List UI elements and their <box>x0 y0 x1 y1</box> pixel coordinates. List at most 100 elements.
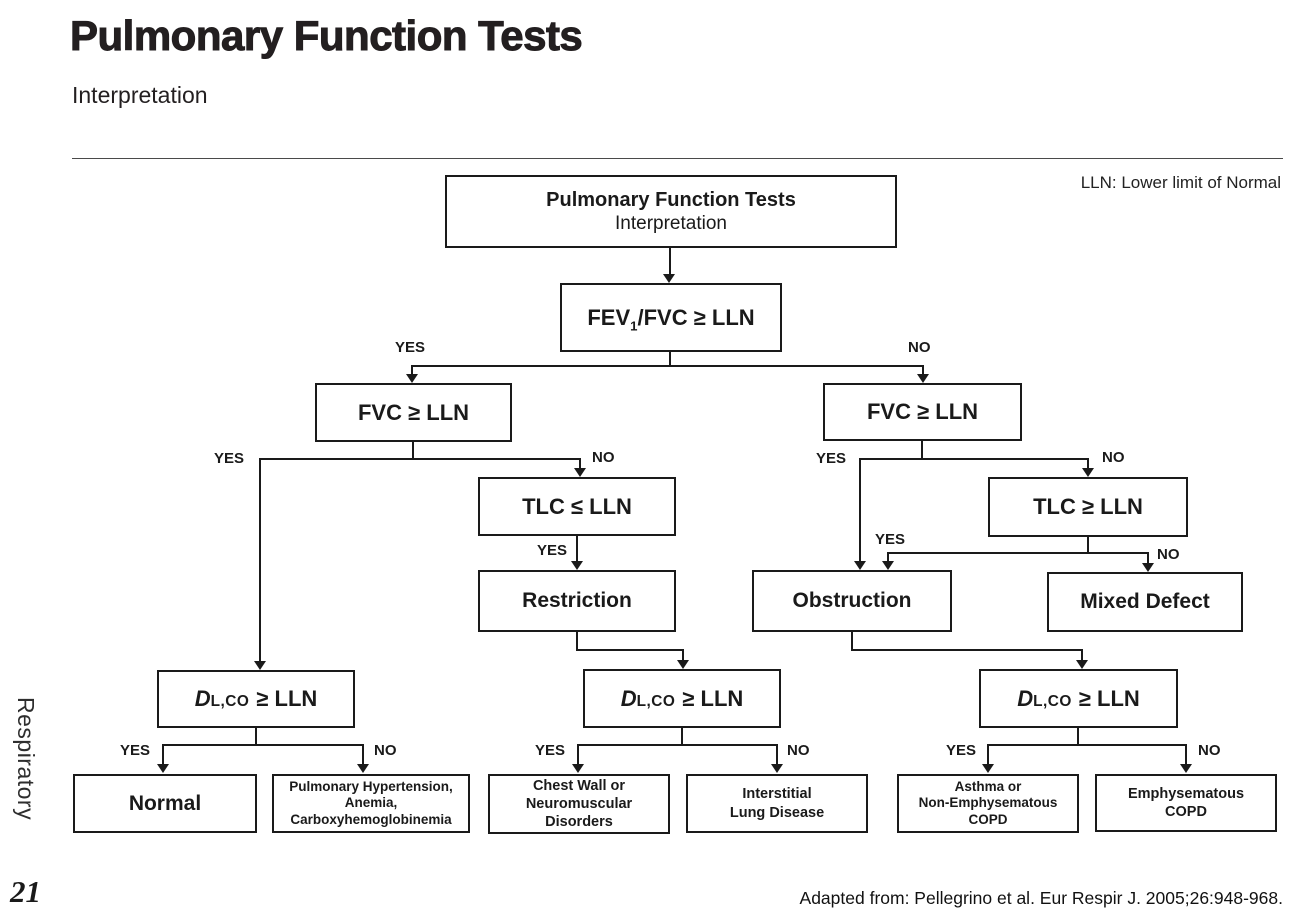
branch-label-yes: YES <box>816 450 847 467</box>
node-pulmonary-hypertension: Pulmonary Hypertension, Anemia, Carboxyh… <box>272 774 470 833</box>
node-dlco-middle: DL,CO≥ LLN <box>583 669 781 728</box>
page-subtitle: Interpretation <box>72 82 208 108</box>
arrowhead-icon <box>571 561 583 570</box>
connector-line <box>851 649 1083 651</box>
branch-label-yes: YES <box>875 531 906 548</box>
node-dlco-middle-text: DL,CO≥ LLN <box>620 685 744 711</box>
node-pulm-htn-line2: Anemia, <box>344 795 398 811</box>
node-tlc-le-lln-text: TLC ≤ LLN <box>522 493 632 519</box>
connector-line <box>577 744 579 765</box>
arrowhead-icon <box>771 764 783 773</box>
connector-line <box>1081 649 1083 661</box>
branch-label-no: NO <box>787 742 810 759</box>
connector-line <box>1077 728 1079 746</box>
connector-line <box>887 552 889 563</box>
arrowhead-icon <box>917 374 929 383</box>
node-pulm-htn-line1: Pulmonary Hypertension, <box>289 778 453 794</box>
node-tlc-ge-lln-text: TLC ≥ LLN <box>1033 494 1143 519</box>
arrowhead-icon <box>572 764 584 773</box>
connector-line <box>681 728 683 746</box>
connector-line <box>987 744 989 765</box>
connector-line <box>859 458 1089 460</box>
node-fvc-right: FVC ≥ LLN <box>823 383 1022 441</box>
node-dlco-right: DL,CO≥ LLN <box>979 669 1178 728</box>
arrowhead-icon <box>574 468 586 477</box>
node-interstitial-lung-disease: Interstitial Lung Disease <box>686 774 868 833</box>
arrowhead-icon <box>1180 764 1192 773</box>
connector-line <box>921 441 923 459</box>
arrowhead-icon <box>357 764 369 773</box>
node-asthma-line3: COPD <box>968 811 1008 827</box>
connector-line <box>577 744 778 746</box>
branch-label-yes: YES <box>535 742 566 759</box>
node-emphysematous-copd: Emphysematous COPD <box>1095 774 1277 832</box>
node-root: Pulmonary Function Tests Interpretation <box>445 175 897 248</box>
branch-label-no: NO <box>592 449 615 466</box>
node-fev1-fvc: FEV1/FVC ≥ LLN <box>560 283 782 352</box>
node-ild-line1: Interstitial <box>742 786 812 803</box>
node-fvc-left: FVC ≥ LLN <box>315 383 512 442</box>
arrowhead-icon <box>854 561 866 570</box>
arrowhead-icon <box>1082 468 1094 477</box>
connector-line <box>411 365 413 375</box>
node-pulm-htn-line3: Carboxyhemoglobinemia <box>290 811 452 827</box>
node-chest-wall-line3: Disorders <box>545 814 613 831</box>
branch-label-no: NO <box>1157 546 1180 563</box>
node-asthma-copd: Asthma or Non-Emphysematous COPD <box>897 774 1079 833</box>
node-chest-wall-line2: Neuromuscular <box>525 795 633 812</box>
page-title: Pulmonary Function Tests <box>69 12 583 60</box>
branch-label-no: NO <box>908 339 931 356</box>
node-normal-text: Normal <box>128 791 202 815</box>
branch-label-no: NO <box>1102 449 1125 466</box>
connector-line <box>1087 458 1089 470</box>
connector-line <box>162 744 364 746</box>
connector-line <box>1147 552 1149 565</box>
connector-line <box>776 744 778 765</box>
node-root-title: Pulmonary Function Tests <box>546 188 796 211</box>
arrowhead-icon <box>254 661 266 670</box>
connector-line <box>576 649 684 651</box>
connector-line <box>682 649 684 661</box>
arrowhead-icon <box>882 561 894 570</box>
connector-line <box>887 552 1149 554</box>
connector-line <box>576 536 578 562</box>
sidebar-section-label: Respiratory <box>13 697 39 821</box>
arrowhead-icon <box>1076 660 1088 669</box>
connector-line <box>579 458 581 470</box>
connector-line <box>859 458 861 563</box>
node-normal: Normal <box>73 774 257 833</box>
arrowhead-icon <box>1142 563 1154 572</box>
node-dlco-left-text: DL,CO≥ LLN <box>194 686 318 711</box>
connector-line <box>412 442 414 459</box>
branch-label-no: NO <box>374 742 397 759</box>
connector-line <box>669 352 671 366</box>
arrowhead-icon <box>406 374 418 383</box>
branch-label-no: NO <box>1198 742 1221 759</box>
connector-line <box>922 365 924 375</box>
node-chest-wall-line1: Chest Wall or <box>532 777 626 794</box>
header-divider <box>72 158 1283 159</box>
node-asthma-line2: Non-Emphysematous <box>918 795 1058 811</box>
node-fvc-right-text: FVC ≥ LLN <box>866 399 979 424</box>
node-dlco-left: DL,CO≥ LLN <box>157 670 355 728</box>
node-fev1-fvc-text: FEV1/FVC ≥ LLN <box>587 304 755 333</box>
branch-label-yes: YES <box>395 339 426 356</box>
connector-line <box>576 632 578 651</box>
node-emphysema-line1: Emphysematous <box>1127 785 1245 802</box>
node-tlc-le-lln: TLC ≤ LLN <box>478 477 676 536</box>
connector-line <box>411 365 924 367</box>
node-dlco-right-text: DL,CO≥ LLN <box>1017 685 1140 711</box>
node-mixed-defect: Mixed Defect <box>1047 572 1243 632</box>
arrowhead-icon <box>663 274 675 283</box>
branch-label-yes: YES <box>946 742 977 759</box>
branch-label-yes: YES <box>537 542 568 559</box>
node-emphysema-line2: COPD <box>1165 804 1207 820</box>
arrowhead-icon <box>677 660 689 669</box>
connector-line <box>162 744 164 765</box>
node-obstruction-text: Obstruction <box>792 589 912 612</box>
node-asthma-line1: Asthma or <box>954 778 1022 794</box>
node-restriction-text: Restriction <box>522 589 632 612</box>
citation: Adapted from: Pellegrino et al. Eur Resp… <box>799 888 1283 908</box>
node-chest-wall: Chest Wall or Neuromuscular Disorders <box>488 774 670 834</box>
